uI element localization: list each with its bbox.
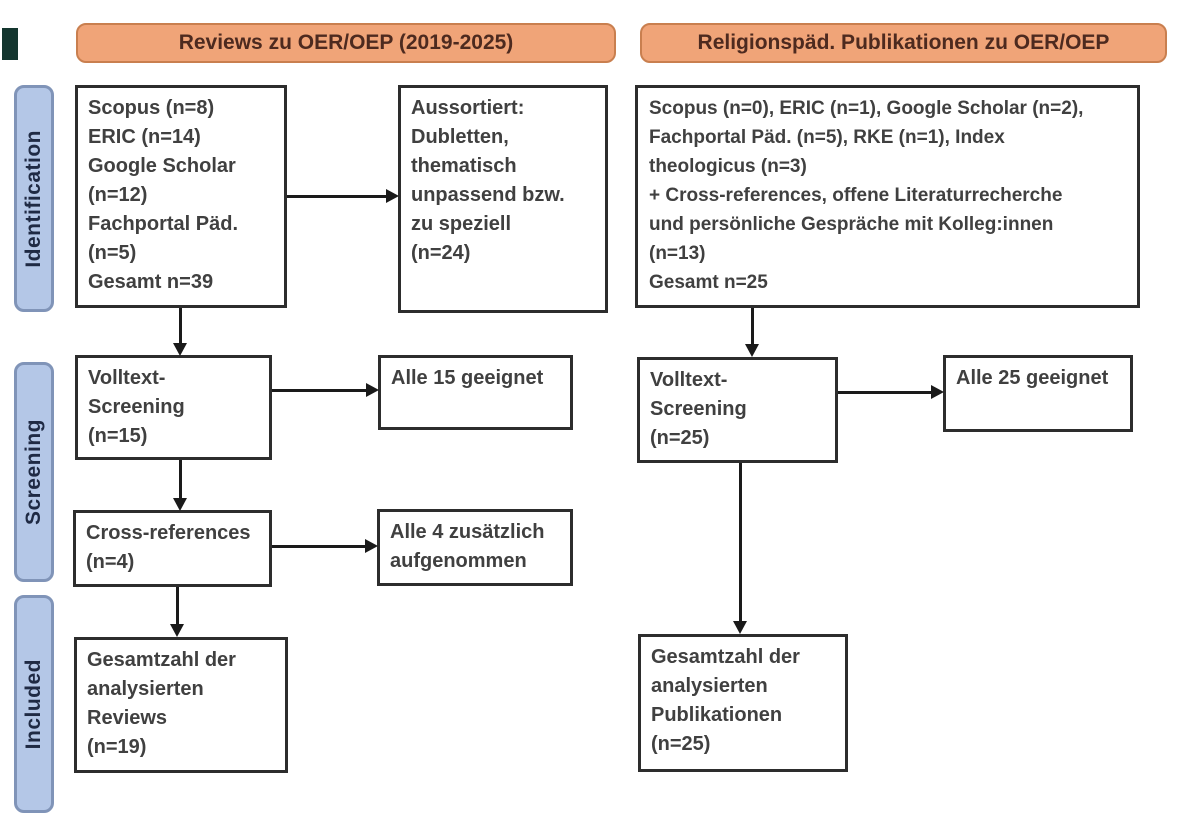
stage-label-included: Included — [14, 595, 54, 813]
box-right-fulltext-screening: Volltext- Screening (n=25) — [637, 357, 838, 463]
box-left-crossref-result: Alle 4 zusätzlich aufgenommen — [377, 509, 573, 586]
arrow-line — [272, 545, 366, 548]
arrow-line — [272, 389, 367, 392]
arrow-head-down-icon — [745, 344, 759, 357]
arrow-head-down-icon — [173, 343, 187, 356]
corner-artifact — [2, 28, 18, 60]
box-left-sources: Scopus (n=8) ERIC (n=14) Google Scholar … — [75, 85, 287, 308]
arrow-head-down-icon — [170, 624, 184, 637]
box-right-fulltext-result: Alle 25 geeignet — [943, 355, 1133, 432]
box-left-excluded: Aussortiert: Dubletten, thematisch unpas… — [398, 85, 608, 313]
arrow-line — [751, 308, 754, 345]
box-right-included-total: Gesamtzahl der analysierten Publikatione… — [638, 634, 848, 772]
arrow-head-down-icon — [173, 498, 187, 511]
arrow-line — [838, 391, 932, 394]
arrow-line — [179, 460, 182, 499]
stage-label-screening-text: Screening — [22, 418, 45, 526]
arrow-head-right-icon — [365, 539, 378, 553]
arrow-head-down-icon — [733, 621, 747, 634]
arrow-line — [287, 195, 387, 198]
stage-label-identification-text: Identification — [22, 129, 45, 268]
column-header-left: Reviews zu OER/OEP (2019-2025) — [76, 23, 616, 63]
box-left-fulltext-result: Alle 15 geeignet — [378, 355, 573, 430]
arrow-head-right-icon — [366, 383, 379, 397]
arrow-head-right-icon — [931, 385, 944, 399]
column-header-right: Religionspäd. Publikationen zu OER/OEP — [640, 23, 1167, 63]
stage-label-included-text: Included — [22, 658, 45, 750]
arrow-line — [176, 587, 179, 625]
box-left-fulltext-screening: Volltext- Screening (n=15) — [75, 355, 272, 460]
stage-label-identification: Identification — [14, 85, 54, 312]
box-left-crossref: Cross-references (n=4) — [73, 510, 272, 587]
arrow-line — [179, 308, 182, 344]
arrow-head-right-icon — [386, 189, 399, 203]
stage-label-screening: Screening — [14, 362, 54, 582]
arrow-line — [739, 463, 742, 622]
box-right-sources: Scopus (n=0), ERIC (n=1), Google Scholar… — [635, 85, 1140, 308]
box-left-included-total: Gesamtzahl der analysierten Reviews (n=1… — [74, 637, 288, 773]
